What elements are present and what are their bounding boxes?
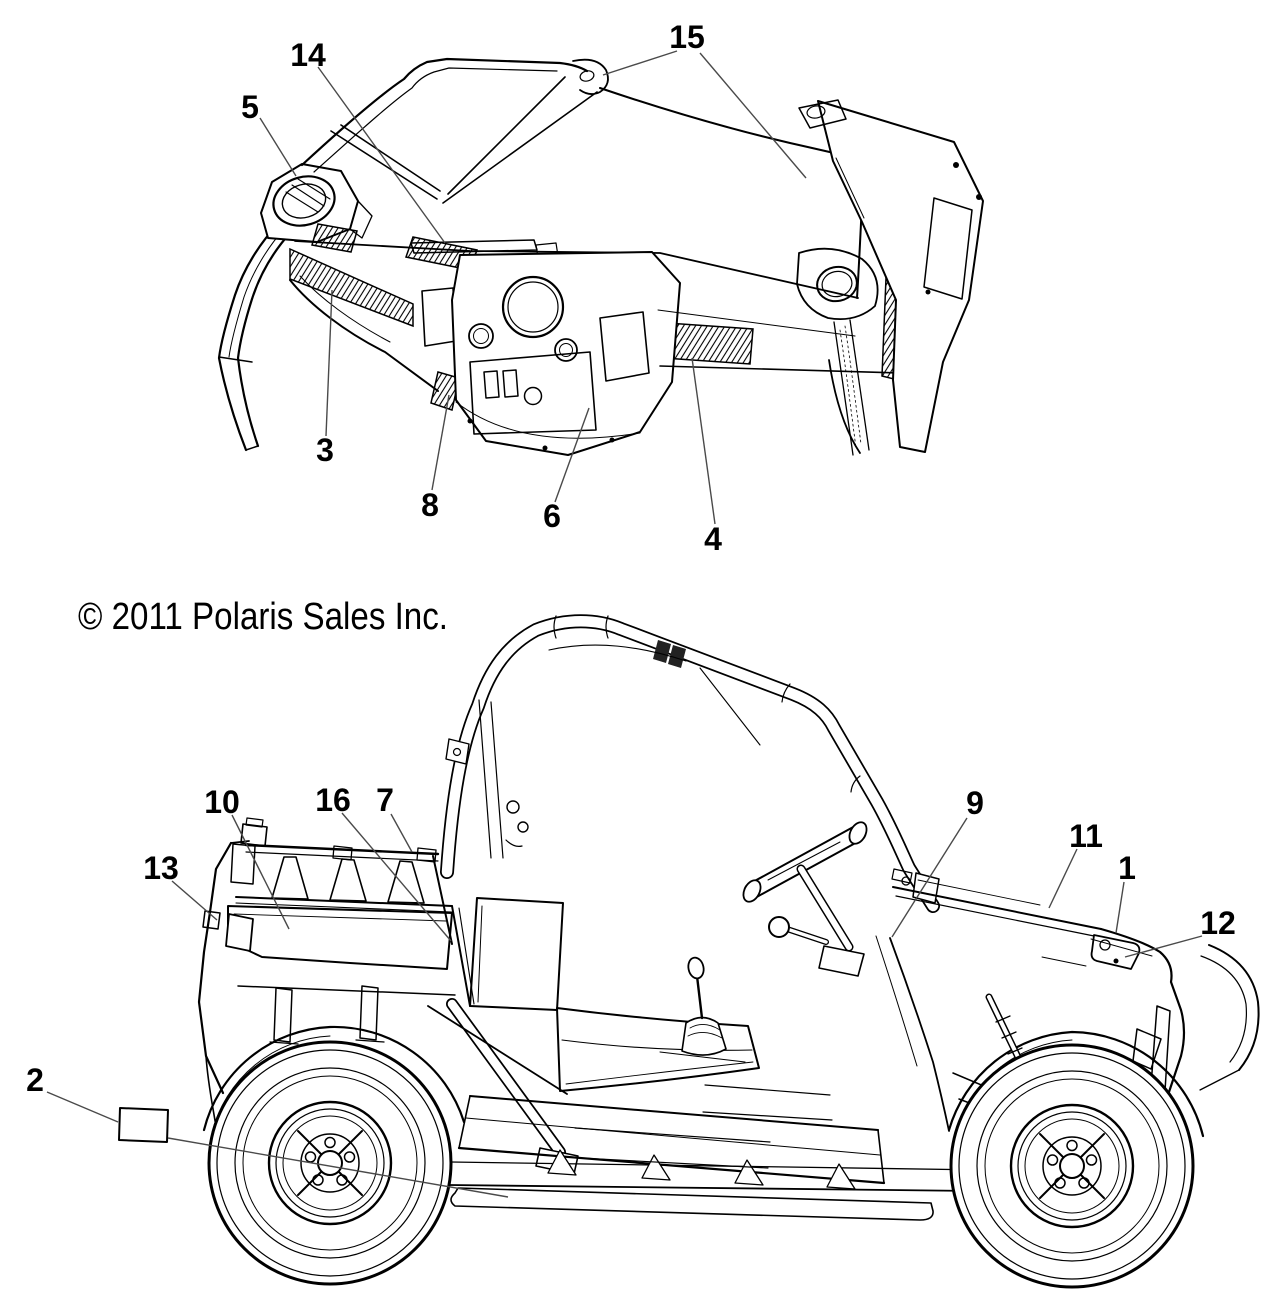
leader-9 [891, 817, 968, 938]
callout-2: 2 [26, 1062, 44, 1098]
callout-1: 1 [1118, 850, 1136, 886]
callout-12: 12 [1200, 905, 1236, 941]
callout-3: 3 [316, 432, 334, 468]
leader-2b [167, 1137, 509, 1198]
taillight-decal [225, 913, 254, 952]
callout-11: 11 [1069, 818, 1103, 854]
decal-vent-left [311, 223, 358, 253]
dash-center-pod [289, 251, 681, 456]
callout-5: 5 [241, 89, 259, 125]
leader-11 [1048, 848, 1078, 909]
decal-8 [430, 371, 460, 411]
leader-6 [554, 407, 590, 503]
front-fender [1099, 927, 1186, 1094]
left-fender [217, 222, 292, 452]
front-clip-drawing [217, 57, 984, 456]
front-wheel [949, 1043, 1195, 1289]
front-bumper [1208, 944, 1260, 1071]
fuel-cap [260, 163, 373, 243]
decal-2-swatch [118, 1107, 169, 1143]
gauge-cluster [501, 275, 565, 339]
leader-12 [1124, 935, 1203, 958]
rear-tail [197, 840, 254, 1134]
rear-wheel-arch [202, 1025, 466, 1132]
leader-10 [231, 814, 290, 930]
leader-14 [317, 66, 446, 244]
shift-lever [659, 956, 746, 1063]
leader-4 [691, 357, 716, 525]
rear-bed [227, 817, 475, 1045]
callout-labels: 5 14 15 3 8 6 4 10 16 7 13 2 9 11 1 12 [26, 19, 1236, 1098]
seat [469, 897, 760, 1092]
callout-10: 10 [204, 784, 240, 820]
right-side-panel [798, 99, 984, 453]
decal-4 [663, 322, 754, 365]
passenger-dash [657, 247, 901, 456]
body-lower [202, 1005, 986, 1221]
callout-4: 4 [704, 521, 722, 557]
leader-5 [259, 117, 297, 177]
leader-lines [46, 50, 1203, 1198]
callout-15: 15 [669, 19, 705, 55]
callout-9: 9 [966, 785, 984, 821]
leader-13 [171, 880, 218, 921]
control-knob [768, 916, 790, 938]
callout-8: 8 [421, 487, 439, 523]
headlight-pod [796, 247, 879, 321]
ignition-switch [523, 386, 543, 406]
steering-wheel [742, 821, 868, 977]
leader-1 [1115, 881, 1125, 934]
copyright-text: © 2011 Polaris Sales Inc. [78, 596, 448, 638]
decal-3 [289, 247, 414, 328]
leader-8 [431, 394, 450, 491]
leader-15b [699, 52, 807, 179]
rear-wheel [207, 1040, 453, 1286]
rock-slider [450, 1187, 934, 1221]
leader-2a [46, 1091, 119, 1123]
headlight [1090, 934, 1141, 970]
leader-7 [390, 813, 413, 853]
callout-14: 14 [290, 37, 326, 73]
glove-opening [599, 311, 650, 382]
side-view-drawing [118, 614, 1260, 1289]
callout-6: 6 [543, 498, 561, 534]
leader-16 [341, 812, 452, 942]
callout-7: 7 [376, 782, 394, 818]
leader-3 [325, 289, 333, 437]
leader-15a [602, 50, 678, 76]
callout-13: 13 [143, 850, 179, 886]
callout-16: 16 [315, 782, 351, 818]
roll-cage [440, 614, 940, 1175]
